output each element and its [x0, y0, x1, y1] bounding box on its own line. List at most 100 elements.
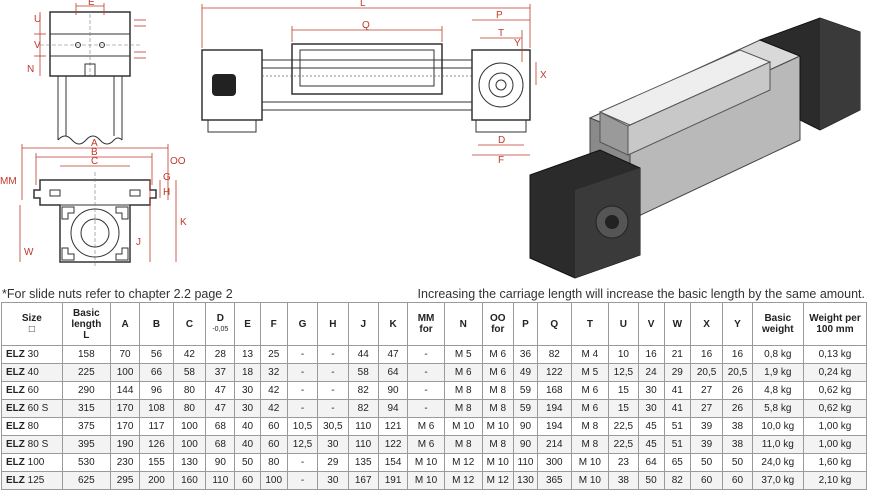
table-cell: 395	[61, 435, 111, 454]
table-cell: 50	[689, 453, 724, 472]
size-cell: ELZ 100	[1, 453, 63, 472]
table-cell: 530	[61, 453, 111, 472]
column-header: U	[608, 302, 639, 346]
column-header-label: J	[360, 318, 366, 330]
size-cell: ELZ 40	[1, 363, 63, 382]
table-cell: 25	[259, 345, 288, 364]
column-header-label: U	[619, 318, 627, 330]
table-cell: 29	[663, 363, 691, 382]
table-cell: 300	[537, 453, 572, 472]
label-t: T	[498, 28, 504, 39]
size-prefix: ELZ	[6, 438, 25, 450]
table-cell: 167	[347, 471, 379, 490]
table-cell: 37	[205, 363, 236, 382]
column-header-tolerance: -0,05	[212, 326, 229, 333]
table-cell: 96	[139, 381, 174, 400]
table-cell: M 6	[570, 399, 610, 418]
column-header-label: Size	[21, 313, 42, 324]
table-cell: -	[407, 345, 445, 364]
table-cell: 194	[537, 417, 572, 436]
table-cell: M 10	[570, 471, 610, 490]
table-cell: 4,8 kg	[751, 381, 804, 400]
column-header-label: Q	[550, 318, 559, 330]
label-j: J	[136, 237, 141, 248]
table-cell: 27	[689, 381, 724, 400]
table-cell: -	[407, 399, 445, 418]
table-cell: 126	[139, 435, 174, 454]
table-cell: 60	[259, 435, 288, 454]
column-header-sublabel: for	[491, 324, 505, 335]
table-cell: M 6	[481, 363, 514, 382]
size-cell: ELZ 80 S	[1, 435, 63, 454]
table-cell: 21	[663, 345, 691, 364]
label-u: U	[34, 14, 41, 25]
table-cell: 45	[637, 417, 665, 436]
table-cell: 30	[637, 381, 665, 400]
table-cell: 117	[139, 417, 174, 436]
table-cell: M 10	[481, 453, 514, 472]
label-h: H	[163, 187, 170, 198]
column-header-label: K	[389, 318, 397, 330]
table-cell: 110	[512, 453, 539, 472]
table-cell: 47	[205, 381, 236, 400]
size-cell: ELZ 60 S	[1, 399, 63, 418]
table-cell: M 6	[570, 381, 610, 400]
size-value: 40	[27, 366, 39, 378]
column-header: Weight per 100 mm	[802, 302, 868, 346]
table-cell: M 8	[443, 435, 483, 454]
table-cell: 122	[377, 435, 409, 454]
table-cell: 44	[347, 345, 379, 364]
table-cell: 144	[109, 381, 141, 400]
table-cell: 168	[537, 381, 572, 400]
slide-nuts-note: *For slide nuts refer to chapter 2.2 pag…	[2, 287, 233, 301]
size-value: 30	[27, 348, 39, 360]
table-cell: 60	[234, 471, 261, 490]
column-header: W	[663, 302, 691, 346]
column-header-label: W	[672, 318, 683, 330]
label-y: Y	[514, 38, 521, 49]
table-cell: 200	[139, 471, 174, 490]
table-cell: -	[317, 345, 349, 364]
table-cell: 160	[172, 471, 207, 490]
table-cell: 82	[537, 345, 572, 364]
size-prefix: ELZ	[6, 348, 25, 360]
table-cell: 80	[259, 453, 288, 472]
column-header: J	[347, 302, 379, 346]
label-x: X	[540, 70, 547, 81]
table-cell: -	[317, 363, 349, 382]
column-header-label: E	[244, 318, 251, 330]
table-cell: 68	[205, 417, 236, 436]
size-cell: ELZ 125	[1, 471, 63, 490]
table-cell: 90	[205, 453, 236, 472]
column-header: Y	[722, 302, 753, 346]
table-cell: 23	[608, 453, 639, 472]
size-value: 80 S	[27, 438, 49, 450]
label-w: W	[24, 247, 34, 258]
column-header-label: X	[703, 318, 710, 330]
table-cell: 12,5	[608, 363, 639, 382]
table-cell: M 5	[570, 363, 610, 382]
table-cell: 90	[512, 417, 539, 436]
table-cell: 11,0 kg	[751, 435, 804, 454]
column-header: D-0,05	[205, 302, 236, 346]
table-cell: M 12	[443, 453, 483, 472]
table-cell: M 8	[481, 399, 514, 418]
table-cell: 16	[722, 345, 753, 364]
column-header: T	[570, 302, 610, 346]
column-header-label: Basic length	[71, 307, 102, 330]
table-cell: 24	[637, 363, 665, 382]
size-value: 80	[27, 420, 39, 432]
column-header-label: F	[270, 318, 277, 330]
table-cell: 110	[347, 417, 379, 436]
table-cell: M 10	[443, 417, 483, 436]
table-cell: 295	[109, 471, 141, 490]
table-cell: 51	[663, 417, 691, 436]
table-cell: 158	[61, 345, 111, 364]
table-cell: 20,5	[689, 363, 724, 382]
table-cell: 194	[537, 399, 572, 418]
size-value: 60	[27, 384, 39, 396]
table-cell: 30	[317, 435, 349, 454]
